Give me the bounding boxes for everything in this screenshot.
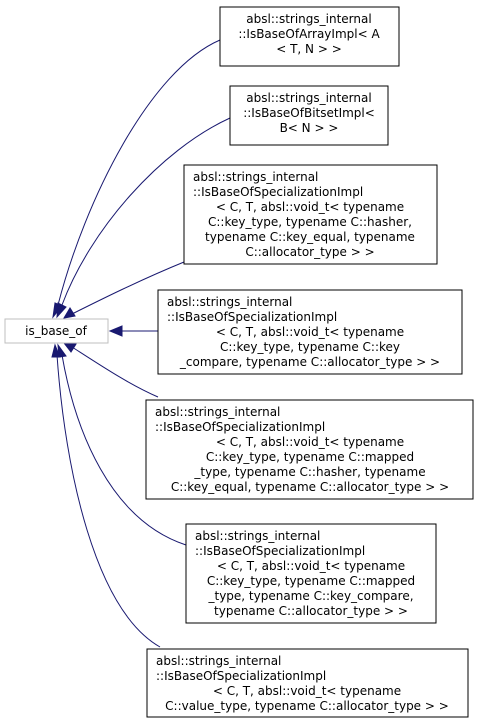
node-bitset-impl-line-2: ::IsBaseOfBitsetImpl< (243, 106, 375, 120)
edge-n2 (61, 117, 231, 306)
edge-n3 (71, 261, 185, 315)
node-specialization-mapped-key-compare-line-5: _type, typename C::key_compare, (207, 589, 413, 603)
arrowhead-n3 (63, 307, 76, 319)
node-specialization-mapped-hasher[interactable]: absl::strings_internal ::IsBaseOfSpecial… (145, 399, 474, 500)
node-specialization-hasher-line-3: < C, T, absl::void_t< typename (216, 200, 404, 214)
node-is-base-of[interactable]: is_base_of (4, 318, 109, 344)
arrowhead-n4 (108, 325, 123, 337)
node-specialization-hasher-line-6: C::allocator_type > > (245, 245, 374, 259)
node-specialization-mapped-key-compare[interactable]: absl::strings_internal ::IsBaseOfSpecial… (185, 523, 437, 624)
node-specialization-hasher[interactable]: absl::strings_internal ::IsBaseOfSpecial… (183, 164, 438, 265)
node-specialization-key-compare-line-1: absl::strings_internal (167, 295, 292, 309)
arrowheads (51, 302, 123, 358)
node-specialization-mapped-key-compare-line-2: ::IsBaseOfSpecializationImpl (195, 544, 365, 558)
node-bitset-impl-line-1: absl::strings_internal (246, 91, 371, 105)
node-array-impl-line-1: absl::strings_internal (246, 12, 371, 26)
node-specialization-hasher-line-4: C::key_type, typename C::hasher, (208, 215, 412, 229)
node-specialization-key-compare[interactable]: absl::strings_internal ::IsBaseOfSpecial… (157, 289, 463, 375)
node-specialization-key-compare-line-4: C::key_type, typename C::key (220, 340, 400, 354)
edge-n1 (57, 39, 221, 306)
node-specialization-key-compare-line-2: ::IsBaseOfSpecializationImpl (167, 310, 337, 324)
arrowhead-n6 (57, 343, 67, 358)
edges (56, 39, 231, 648)
node-specialization-mapped-hasher-line-1: absl::strings_internal (155, 405, 280, 419)
node-specialization-mapped-hasher-line-5: _type, typename C::hasher, typename (193, 465, 425, 479)
node-specialization-value-type-line-2: ::IsBaseOfSpecializationImpl (156, 669, 326, 683)
node-specialization-mapped-key-compare-line-3: < C, T, absl::void_t< typename (217, 559, 405, 573)
node-bitset-impl-line-3: B< N > > (280, 121, 339, 135)
base-node-label: is_base_of (25, 324, 88, 338)
node-specialization-mapped-key-compare-line-4: C::key_type, typename C::mapped (207, 574, 415, 588)
arrowhead-n7 (51, 343, 61, 358)
node-specialization-value-type[interactable]: absl::strings_internal ::IsBaseOfSpecial… (146, 648, 469, 718)
node-specialization-mapped-hasher-line-3: < C, T, absl::void_t< typename (216, 435, 404, 449)
node-specialization-key-compare-line-3: < C, T, absl::void_t< typename (216, 325, 404, 339)
node-specialization-mapped-key-compare-line-1: absl::strings_internal (195, 529, 320, 543)
node-specialization-value-type-line-1: absl::strings_internal (156, 654, 281, 668)
node-array-impl-line-2: ::IsBaseOfArrayImpl< A (238, 27, 380, 41)
node-specialization-value-type-line-3: < C, T, absl::void_t< typename (213, 684, 401, 698)
node-specialization-mapped-hasher-line-6: C::key_equal, typename C::allocator_type… (171, 480, 449, 494)
node-bitset-impl[interactable]: absl::strings_internal ::IsBaseOfBitsetI… (229, 85, 389, 146)
node-specialization-hasher-line-1: absl::strings_internal (193, 170, 318, 184)
node-array-impl[interactable]: absl::strings_internal ::IsBaseOfArrayIm… (219, 6, 400, 67)
arrowhead-n2 (56, 302, 67, 319)
node-specialization-value-type-line-4: C::value_type, typename C::allocator_typ… (165, 699, 449, 713)
node-specialization-hasher-line-5: typename C::key_equal, typename (205, 230, 415, 244)
node-specialization-mapped-key-compare-line-6: typename C::allocator_type > > (214, 604, 408, 618)
edge-n6 (61, 354, 187, 546)
arrowhead-n5 (62, 342, 77, 353)
node-specialization-mapped-hasher-line-4: C::key_type, typename C::mapped (206, 450, 414, 464)
edge-n7 (56, 354, 161, 648)
edge-n5 (71, 346, 159, 398)
node-specialization-mapped-hasher-line-2: ::IsBaseOfSpecializationImpl (155, 420, 325, 434)
node-specialization-key-compare-line-5: _compare, typename C::allocator_type > > (179, 355, 440, 369)
node-array-impl-line-3: < T, N > > (276, 42, 342, 56)
node-specialization-hasher-line-2: ::IsBaseOfSpecializationImpl (193, 185, 363, 199)
